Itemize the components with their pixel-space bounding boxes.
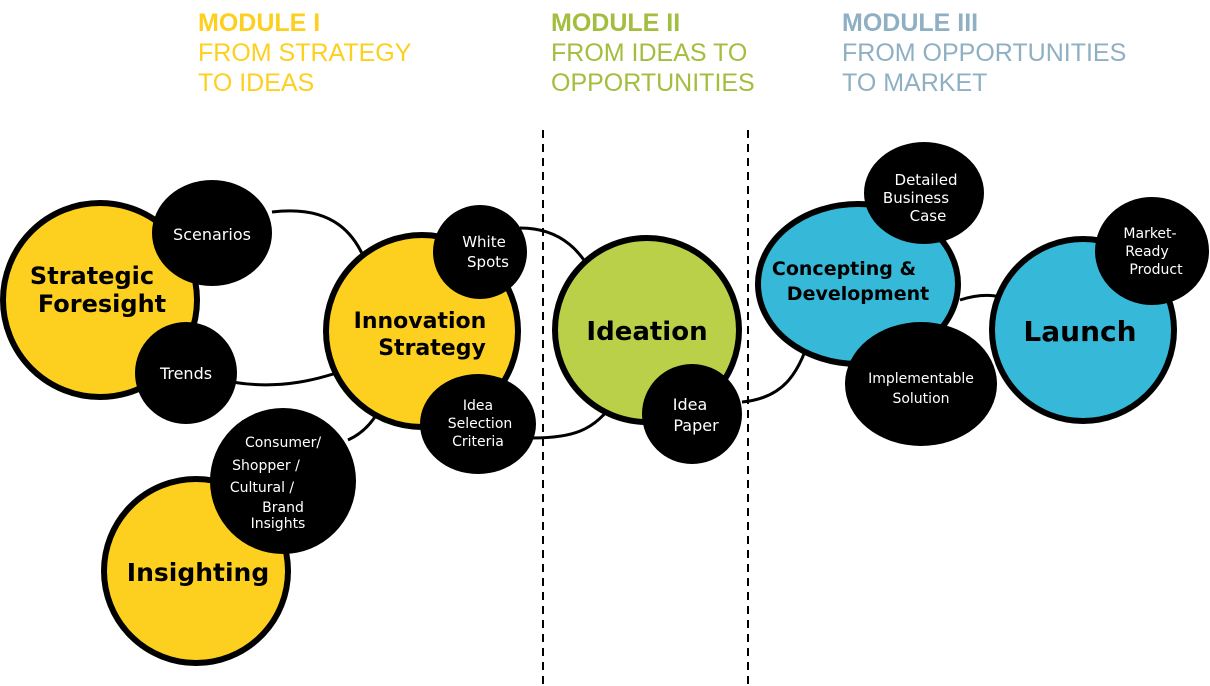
output-implementable-solution: Implementable Solution bbox=[845, 322, 997, 446]
node-concepting-line1: Concepting & bbox=[772, 258, 916, 280]
node-strategic-foresight-line2: Foresight bbox=[38, 290, 166, 318]
node-innovation-strategy-line1: Innovation bbox=[354, 309, 487, 334]
module-2-line2: OPPORTUNITIES bbox=[551, 69, 755, 97]
output-implementable-line2: Solution bbox=[892, 391, 949, 407]
module-3-title: MODULE III bbox=[842, 9, 979, 37]
output-market-ready-line3: Product bbox=[1129, 262, 1183, 278]
output-idea-selection-criteria: Idea Selection Criteria bbox=[420, 374, 536, 474]
module-3-header: MODULE III FROM OPPORTUNITIES TO MARKET bbox=[842, 8, 1126, 98]
output-scenarios-line1: Scenarios bbox=[173, 225, 251, 244]
output-idea-paper-circle bbox=[642, 364, 742, 464]
output-market-ready-product: Market- Ready Product bbox=[1095, 197, 1209, 305]
output-insights-line5: Insights bbox=[251, 516, 306, 532]
output-white-spots: White Spots bbox=[433, 205, 527, 299]
output-insights-line4: Brand bbox=[262, 500, 304, 516]
output-idea-paper-line1: Idea bbox=[673, 395, 708, 414]
output-insights: Consumer/ Shopper / Cultural / Brand Ins… bbox=[210, 408, 356, 554]
node-insighting-line1: Insighting bbox=[127, 558, 269, 587]
output-trends: Trends bbox=[135, 322, 237, 424]
output-idea-paper: Idea Paper bbox=[642, 364, 742, 464]
node-ideation-line1: Ideation bbox=[586, 317, 707, 347]
output-business-case-line1: Detailed bbox=[895, 171, 958, 189]
module-2-title: MODULE II bbox=[551, 9, 681, 37]
output-market-ready-circle bbox=[1095, 197, 1209, 305]
module-2-header: MODULE II FROM IDEAS TO OPPORTUNITIES bbox=[551, 8, 755, 98]
output-trends-line1: Trends bbox=[159, 364, 212, 383]
module-1-line2: TO IDEAS bbox=[198, 69, 315, 97]
output-detailed-business-case: Detailed Business Case bbox=[864, 142, 984, 244]
output-insights-line2: Shopper / bbox=[232, 458, 300, 474]
output-criteria-line1: Idea bbox=[463, 398, 493, 414]
output-criteria-circle bbox=[420, 374, 536, 474]
node-strategic-foresight-line1: Strategic bbox=[30, 262, 154, 290]
node-launch-line1: Launch bbox=[1023, 315, 1136, 348]
output-white-spots-line1: White bbox=[462, 233, 506, 251]
output-market-ready-line2: Ready bbox=[1125, 244, 1168, 260]
output-trends-circle bbox=[135, 322, 237, 424]
output-scenarios: Scenarios bbox=[152, 180, 272, 286]
module-3-line1: FROM OPPORTUNITIES bbox=[842, 39, 1127, 67]
node-concepting-line2: Development bbox=[787, 283, 929, 305]
output-implementable-line1: Implementable bbox=[868, 371, 974, 387]
output-business-case-circle bbox=[864, 142, 984, 244]
output-insights-line3: Cultural / bbox=[230, 480, 295, 496]
output-idea-paper-line2: Paper bbox=[673, 416, 719, 435]
output-insights-line1: Consumer/ bbox=[245, 435, 321, 451]
output-white-spots-circle bbox=[433, 205, 527, 299]
output-criteria-line2: Selection bbox=[448, 416, 513, 432]
output-business-case-line2: Business bbox=[883, 189, 949, 207]
module-1-line1: FROM STRATEGY bbox=[198, 39, 412, 67]
output-business-case-line3: Case bbox=[910, 207, 947, 225]
module-2-line1: FROM IDEAS TO bbox=[551, 39, 748, 67]
module-1-header: MODULE I FROM STRATEGY TO IDEAS bbox=[198, 8, 411, 98]
output-implementable-circle bbox=[845, 322, 997, 446]
node-innovation-strategy-line2: Strategy bbox=[378, 336, 486, 361]
output-criteria-line3: Criteria bbox=[452, 434, 504, 450]
output-market-ready-line1: Market- bbox=[1123, 226, 1176, 242]
output-insights-circle bbox=[210, 408, 356, 554]
output-scenarios-circle bbox=[152, 180, 272, 286]
module-1-title: MODULE I bbox=[198, 9, 321, 37]
output-white-spots-line2: Spots bbox=[467, 253, 509, 271]
module-3-line2: TO MARKET bbox=[842, 69, 988, 97]
